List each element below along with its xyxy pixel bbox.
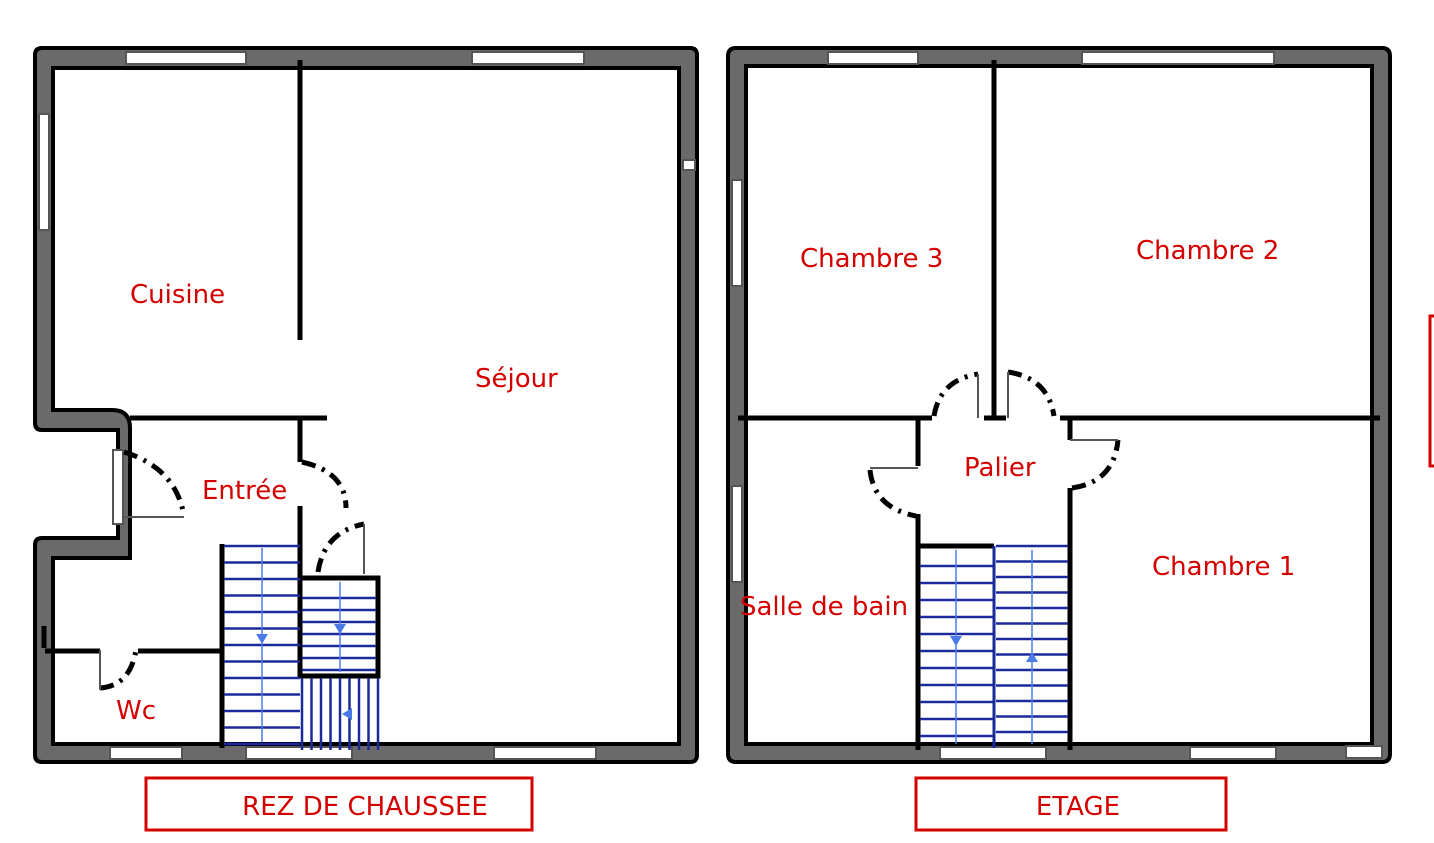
room-label-sejour: Séjour bbox=[475, 364, 558, 394]
floor-label-box bbox=[144, 776, 534, 832]
stair-arrow bbox=[334, 624, 346, 634]
window bbox=[731, 485, 743, 583]
door-swing bbox=[1071, 439, 1121, 491]
window bbox=[939, 746, 1047, 760]
room-label-wc: Wc bbox=[116, 696, 156, 726]
floor-label-box bbox=[914, 776, 1228, 832]
upper-floor-staircase bbox=[918, 543, 1068, 748]
window bbox=[1081, 51, 1275, 65]
window bbox=[112, 449, 124, 525]
floor-label-ground: REZ DE CHAUSSEE bbox=[242, 792, 488, 822]
door-swing bbox=[301, 459, 349, 509]
door-swing bbox=[867, 469, 917, 519]
door-swing bbox=[99, 649, 139, 691]
upper-floor-exterior-wall bbox=[726, 46, 1392, 764]
room-label-chambre3: Chambre 3 bbox=[800, 244, 943, 274]
room-label-salle-de-bain: Salle de bain bbox=[740, 592, 908, 622]
room-label-chambre1: Chambre 1 bbox=[1152, 552, 1295, 582]
ground-floor-staircase bbox=[219, 544, 381, 750]
stair-arrow bbox=[256, 634, 268, 644]
cropped-label-box bbox=[1428, 314, 1434, 468]
window bbox=[109, 746, 183, 760]
stair-arrow bbox=[1026, 652, 1038, 662]
window bbox=[493, 746, 597, 760]
floor-label-upper: ETAGE bbox=[1036, 792, 1120, 822]
window bbox=[245, 746, 353, 760]
upper-floor-plan: Chambre 3 Chambre 2 Palier Chambre 1 Sal… bbox=[726, 46, 1392, 832]
ground-floor-exterior-wall bbox=[33, 46, 699, 764]
window-edge bbox=[1345, 745, 1383, 759]
window-edge bbox=[682, 159, 696, 171]
door-swing bbox=[315, 521, 365, 573]
window bbox=[471, 51, 585, 65]
window bbox=[125, 51, 247, 65]
room-label-chambre2: Chambre 2 bbox=[1136, 236, 1279, 266]
stair-arrow bbox=[342, 708, 352, 720]
window bbox=[731, 179, 743, 287]
room-label-entree: Entrée bbox=[202, 476, 287, 506]
window bbox=[1189, 746, 1277, 760]
room-label-palier: Palier bbox=[964, 453, 1036, 483]
window bbox=[827, 51, 919, 65]
door-swing bbox=[931, 371, 979, 417]
door-swing bbox=[123, 449, 187, 517]
room-label-cuisine: Cuisine bbox=[130, 280, 225, 310]
stair-arrow bbox=[950, 636, 962, 646]
ground-floor-plan: Cuisine Séjour Entrée Wc REZ DE CHAUSSEE bbox=[33, 46, 699, 832]
window bbox=[38, 113, 50, 231]
door-swing bbox=[1007, 369, 1057, 417]
